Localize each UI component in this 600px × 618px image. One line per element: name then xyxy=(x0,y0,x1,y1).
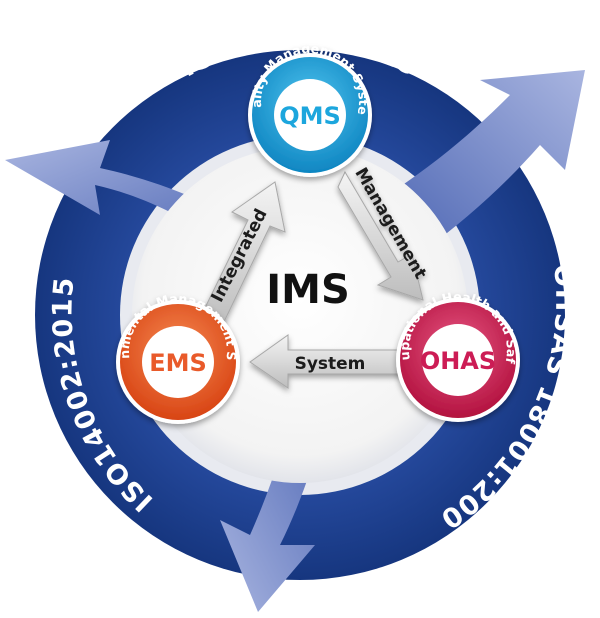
cycle-arrow-top-right xyxy=(395,70,585,250)
badge-qms-abbr: QMS xyxy=(279,102,341,130)
connector-label-system: System xyxy=(295,354,366,374)
center-label: IMS xyxy=(266,267,350,313)
connector-system: System xyxy=(249,334,416,389)
badge-ems-abbr: EMS xyxy=(149,349,207,377)
badge-ohas-abbr: OHAS xyxy=(420,347,496,375)
